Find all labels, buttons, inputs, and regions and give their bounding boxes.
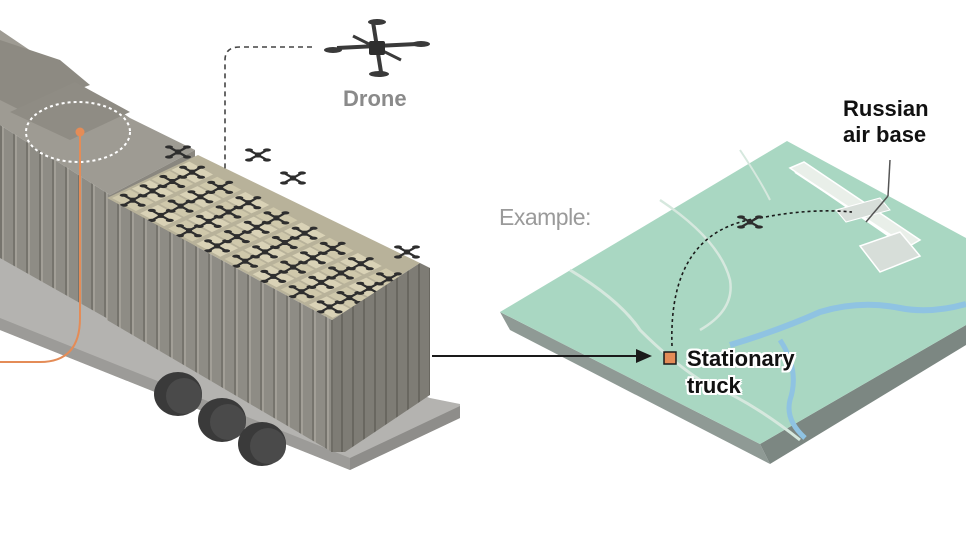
air-base-label-line1: Russian (843, 96, 929, 121)
wheel-icon (238, 422, 286, 466)
stationary-truck-label: Stationary truck (687, 345, 795, 399)
flight-path (671, 210, 853, 347)
drone-icon (243, 147, 273, 163)
air-base (788, 161, 922, 273)
wheels (154, 372, 286, 466)
truck-label-line2: truck (687, 373, 741, 398)
truck-marker-icon (663, 351, 677, 365)
drone-icon (278, 170, 308, 186)
wheel-icon (154, 372, 202, 416)
drone-leader-line (224, 46, 312, 170)
drone-icon (392, 244, 422, 260)
drone-icon (324, 19, 430, 77)
orange-leader-line (0, 134, 81, 363)
drone-label: Drone (343, 86, 407, 111)
arrow (432, 349, 652, 363)
wheel-icon (198, 398, 246, 442)
drone-container (107, 155, 430, 452)
air-base-label-line2: air base (843, 122, 927, 147)
truck-label-line1: Stationary (687, 346, 795, 371)
map-tile (500, 141, 966, 464)
example-label: Example: (499, 204, 591, 230)
air-base-label: Russian air base (843, 96, 929, 148)
air-base-leader-line (887, 159, 891, 197)
